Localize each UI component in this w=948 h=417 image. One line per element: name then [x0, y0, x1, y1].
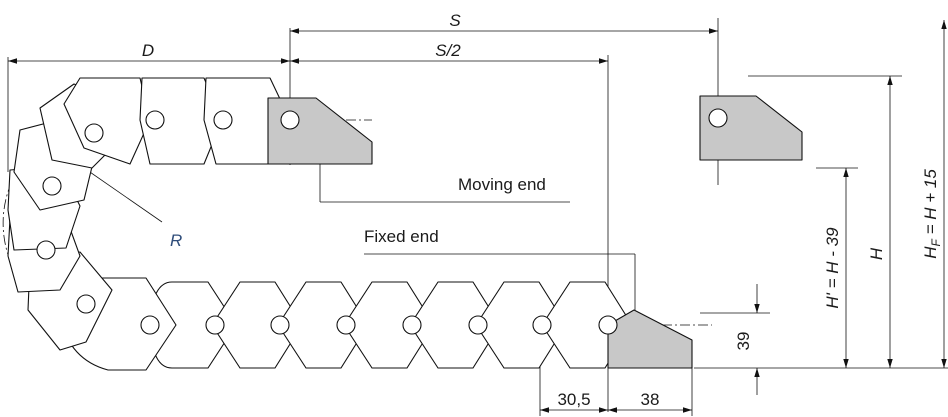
label-s: S — [449, 11, 461, 30]
lower-chain-links — [149, 281, 633, 369]
label-fixed-end: Fixed end — [364, 227, 439, 246]
label-30-5: 30,5 — [557, 390, 590, 409]
dimension-lines — [7, 18, 948, 416]
label-hf: HF = H + 15 — [921, 169, 943, 259]
fixed-end-bracket — [607, 309, 693, 369]
moving-end-bracket-raised — [699, 95, 803, 161]
label-r: R — [170, 231, 182, 250]
label-d: D — [142, 41, 154, 60]
link-pins — [36, 108, 728, 335]
label-h-prime: H' = H - 39 — [823, 227, 842, 309]
label-s-half: S/2 — [435, 41, 461, 60]
label-39: 39 — [734, 332, 753, 351]
curved-chain-links — [7, 77, 291, 371]
label-38: 38 — [641, 390, 660, 409]
labels: S S/2 D R Moving end Fixed end H' = H - … — [142, 11, 943, 409]
moving-end-bracket — [267, 97, 373, 165]
label-h: H — [867, 247, 886, 260]
label-moving-end: Moving end — [458, 175, 546, 194]
